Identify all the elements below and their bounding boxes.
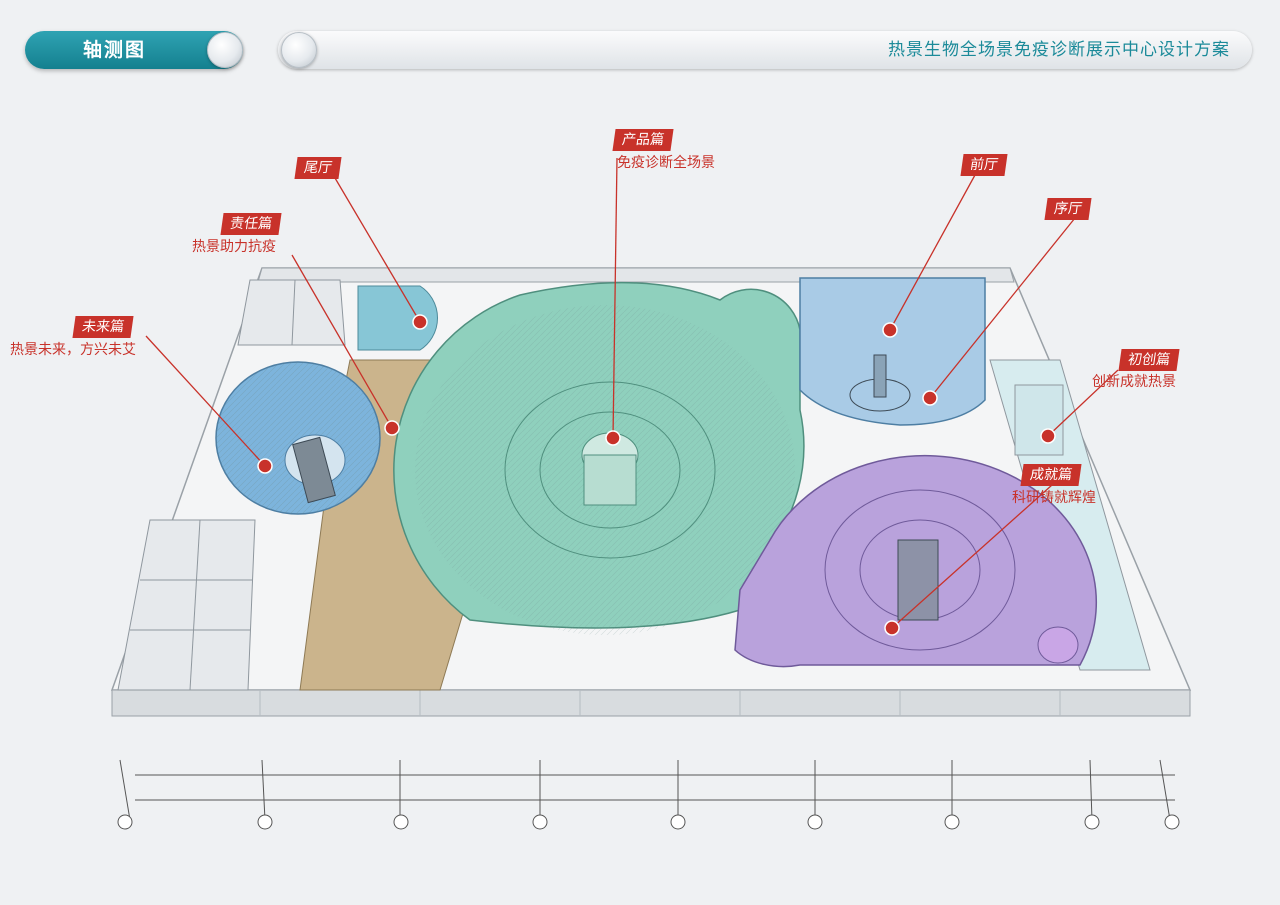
view-title: 轴测图 [83, 39, 147, 61]
zone-label-responsibility: 责任篇 [220, 213, 282, 235]
zone-label-product: 产品篇 [612, 129, 674, 151]
project-title-bar: 热景生物全场景免疫诊断展示中心设计方案 [278, 31, 1252, 69]
zone-label-future: 未来篇 [72, 316, 134, 338]
zone-label-achievement: 成就篇 [1020, 464, 1082, 486]
dimension-chain [119, 759, 1175, 821]
view-title-pill: 轴测图 [25, 31, 243, 69]
zone-label-front-hall: 前厅 [960, 154, 1008, 176]
zone-label-founding: 初创篇 [1118, 349, 1180, 371]
founding-zone [1014, 384, 1064, 456]
front-wall [111, 689, 1191, 717]
front-hall-zone [799, 277, 986, 426]
zone-subtitle-product: 免疫诊断全场景 [617, 155, 715, 171]
zone-subtitle-responsibility: 热景助力抗疫 [192, 239, 276, 255]
zone-label-tail-hall: 尾厅 [294, 157, 342, 179]
left-service-rooms [117, 279, 346, 691]
axis-bubbles [117, 814, 1180, 830]
front-wall-panels [259, 690, 1061, 716]
bar-knob-icon [281, 32, 317, 68]
leader-dots [257, 314, 1056, 636]
zone-subtitle-founding: 创新成就热景 [1092, 374, 1176, 390]
leader-lines [145, 157, 1119, 629]
zone-subtitle-achievement: 科研铸就辉煌 [1012, 490, 1096, 506]
title-knob-icon [207, 32, 243, 68]
product-center-podium [504, 381, 716, 559]
project-title: 热景生物全场景免疫诊断展示中心设计方案 [888, 40, 1230, 60]
zone-subtitle-future: 热景未来，方兴未艾 [10, 342, 136, 358]
tail-hall-zone [357, 285, 438, 351]
zone-label-preface-hall: 序厅 [1044, 198, 1092, 220]
